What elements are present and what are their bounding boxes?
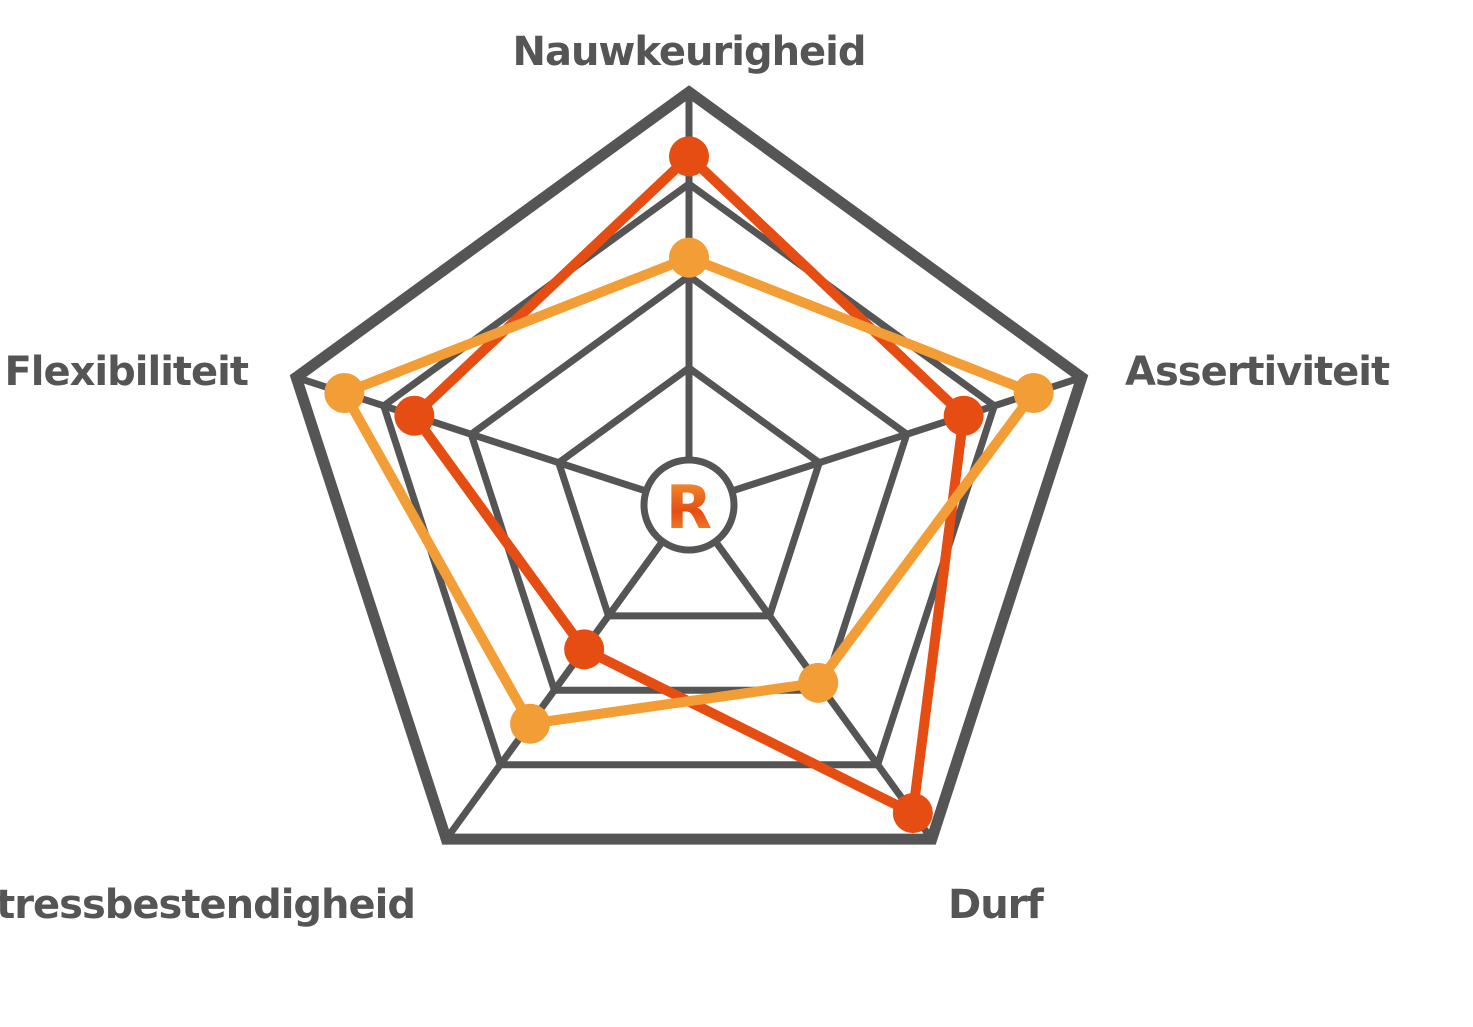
center-logo: R	[640, 456, 738, 554]
grid-ring-3	[379, 179, 999, 769]
data-point	[943, 395, 984, 436]
axis-line	[443, 539, 666, 842]
data-point	[1013, 373, 1054, 414]
data-point	[510, 703, 551, 744]
data-point	[669, 136, 709, 177]
axis-label: Stressbestendigheid	[0, 882, 415, 928]
grid-ring-2	[467, 271, 911, 694]
data-point	[669, 237, 709, 278]
data-point	[564, 629, 605, 670]
axis-label: Durf	[948, 882, 1044, 928]
series-line-2	[339, 252, 1039, 729]
grid-ring-4	[289, 85, 1089, 845]
data-point	[394, 395, 435, 436]
grid-ring-1	[554, 363, 824, 620]
axis-label: Flexibiliteit	[4, 349, 248, 395]
series-line-1	[409, 151, 969, 819]
logo-letter: R	[666, 473, 712, 543]
axis-label: Nauwkeurigheid	[512, 29, 865, 75]
axis-label: Assertiviteit	[1125, 349, 1390, 395]
data-point	[798, 662, 839, 703]
data-point	[324, 373, 365, 414]
data-point	[892, 793, 933, 834]
